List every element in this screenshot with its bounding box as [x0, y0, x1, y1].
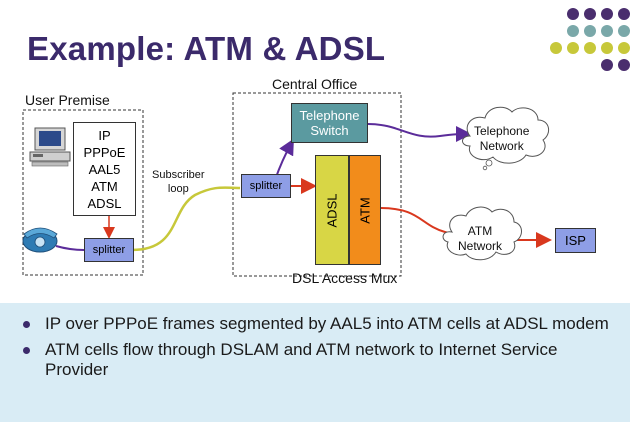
decorative-dot [618, 42, 630, 54]
decorative-dot [618, 8, 630, 20]
bullet-item: IP over PPPoE frames segmented by AAL5 i… [20, 314, 620, 334]
telephone-switch-label: Telephone Switch [299, 108, 360, 138]
subscriber-loop-line [131, 186, 241, 252]
atm-network-cloud [442, 206, 522, 261]
user-premise-label: User Premise [25, 92, 110, 108]
isp-label: ISP [565, 233, 586, 248]
user-premise-boundary [22, 109, 144, 276]
central-office-boundary [232, 92, 402, 277]
telephone-network-cloud [462, 106, 550, 164]
telephone-icon [22, 227, 58, 253]
bullet-text: ATM cells flow through DSLAM and ATM net… [45, 340, 558, 379]
bullet-dot-icon [23, 347, 30, 354]
bullet-dot-icon [23, 321, 30, 328]
co-splitter-label: splitter [249, 180, 283, 192]
decorative-dot [550, 42, 562, 54]
dslam-label: DSL Access Mux [292, 270, 398, 286]
stack-layer-atm: ATM [91, 178, 118, 194]
decorative-dot [601, 25, 613, 37]
subscriber-loop-label: Subscriber loop [152, 169, 205, 195]
bullet-item: ATM cells flow through DSLAM and ATM net… [20, 340, 620, 380]
slide-title: Example: ATM & ADSL [27, 30, 386, 67]
user-splitter-box: splitter [84, 238, 134, 262]
bullet-list: IP over PPPoE frames segmented by AAL5 i… [20, 314, 620, 386]
telephone-switch-box: Telephone Switch [291, 103, 368, 143]
decorative-dot [567, 25, 579, 37]
switch-to-network-line [367, 123, 472, 143]
atm-column-label: ATM [357, 196, 373, 224]
stack-layer-aal5: AAL5 [88, 161, 121, 177]
decorative-dot [601, 42, 613, 54]
adsl-label: ADSL [324, 193, 340, 227]
bullet-text: IP over PPPoE frames segmented by AAL5 i… [45, 314, 609, 333]
decorative-dot [567, 8, 579, 20]
diagram-canvas [22, 92, 552, 277]
atm-network-label: ATM Network [458, 224, 503, 253]
phone-line [55, 245, 85, 251]
decorative-dot [584, 8, 596, 20]
isp-box: ISP [555, 228, 596, 253]
co-splitter-box: splitter [241, 174, 291, 198]
bullet-panel [0, 303, 630, 422]
adsl-column: ADSL [315, 155, 349, 265]
stack-layer-ip: IP [98, 127, 111, 143]
central-office-label: Central Office [272, 76, 358, 92]
stack-layer-pppoe: PPPoE [83, 144, 126, 160]
decorative-dot [618, 59, 630, 71]
decorative-dot [567, 42, 579, 54]
decorative-dot-grid [530, 4, 630, 84]
decorative-dot [601, 59, 613, 71]
computer-icon [29, 127, 71, 167]
stack-layer-adsl: ADSL [87, 195, 122, 211]
telephone-network-label: Telephone Network [474, 124, 530, 153]
user-splitter-label: splitter [92, 244, 126, 256]
protocol-stack-box: IP PPPoE AAL5 ATM ADSL [73, 122, 136, 216]
decorative-dot [584, 25, 596, 37]
atm-column: ATM [349, 155, 381, 265]
decorative-dot [618, 25, 630, 37]
decorative-dot [584, 42, 596, 54]
decorative-dot [601, 8, 613, 20]
